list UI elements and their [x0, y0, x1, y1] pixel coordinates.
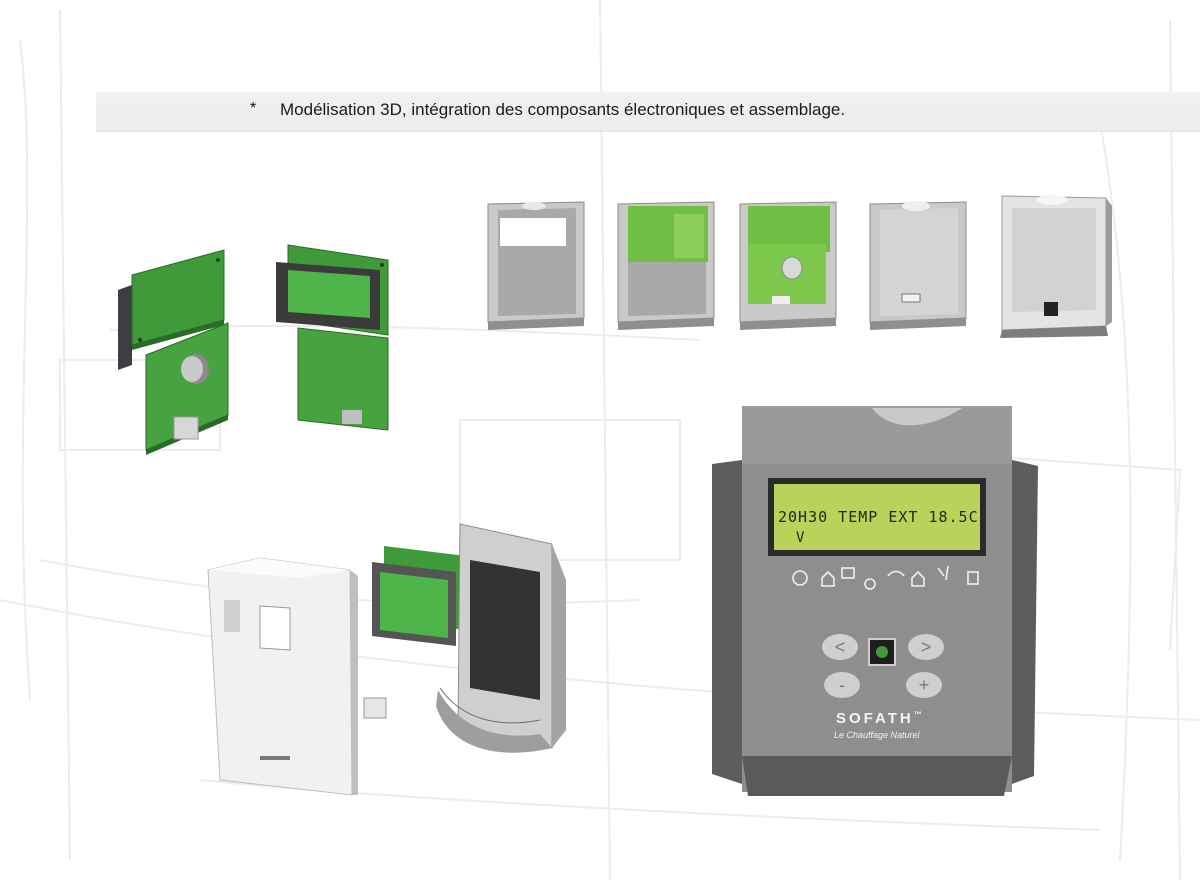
- finished-device: 20H30 TEMP EXT 18.5C V < > - + SOFATH™ L…: [712, 404, 1042, 798]
- housing-step-4: [869, 201, 967, 330]
- housing-step-3: [739, 201, 837, 330]
- minus-button[interactable]: -: [824, 672, 860, 698]
- housing-step-5: [1000, 195, 1112, 338]
- mode-icon-row: [792, 565, 979, 590]
- caption-text: Modélisation 3D, intégration des composa…: [280, 100, 846, 119]
- right-button[interactable]: >: [908, 634, 944, 660]
- brand-text: SOFATH: [836, 710, 914, 727]
- housing-step-2: [617, 201, 715, 330]
- pcb-assembly-knob: [118, 249, 229, 455]
- caption-bullet: *: [250, 100, 257, 117]
- select-indicator-icon: [876, 646, 888, 658]
- select-button[interactable]: [868, 638, 896, 666]
- brand-tagline: Le Chauffage Naturel: [834, 730, 920, 740]
- caption-band: [96, 92, 1200, 132]
- left-button[interactable]: <: [822, 634, 858, 660]
- housing-step-1: [487, 201, 585, 330]
- lcd-line-1: 20H30 TEMP EXT 18.5C: [778, 508, 979, 526]
- exploded-view: [207, 523, 566, 796]
- lcd-screen: [774, 484, 980, 550]
- lcd-line-2: V: [796, 530, 806, 546]
- trademark-mark: ™: [913, 710, 925, 719]
- plus-button[interactable]: +: [906, 672, 942, 698]
- brand-name: SOFATH™: [836, 710, 925, 727]
- pcb-assembly-lcd: [276, 244, 389, 431]
